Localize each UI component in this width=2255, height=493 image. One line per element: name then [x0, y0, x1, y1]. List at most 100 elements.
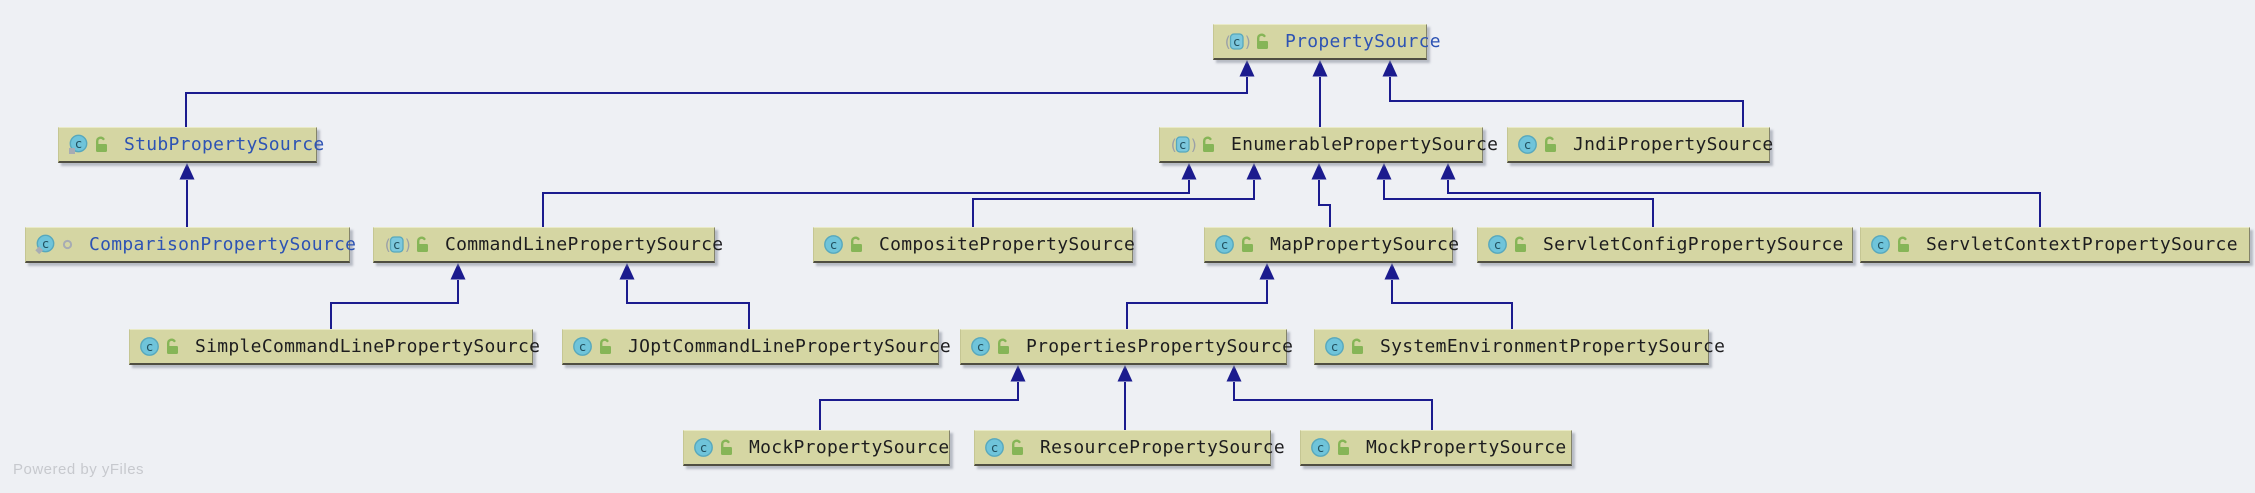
- public-lock-icon: [1896, 236, 1911, 253]
- public-lock-icon: [1255, 33, 1270, 50]
- class-icon: c: [139, 336, 160, 357]
- public-lock-icon: [165, 338, 180, 355]
- class-icon: c: [1517, 134, 1538, 155]
- class-name-label: EnumerablePropertySource: [1231, 134, 1499, 155]
- svg-text:c: c: [42, 236, 50, 251]
- yfiles-watermark-link[interactable]: Powered by yFiles: [13, 461, 145, 478]
- svg-text:c: c: [393, 237, 401, 252]
- class-name-label: JndiPropertySource: [1573, 134, 1774, 155]
- class-name-label: CommandLinePropertySource: [445, 234, 724, 255]
- class-node-comparisonpropertysource[interactable]: c ComparisonPropertySource: [25, 227, 356, 263]
- edge-mock2-to-properties: [1226, 365, 1433, 430]
- abstract-class-icon: (c): [1169, 134, 1196, 155]
- class-name-label: ResourcePropertySource: [1040, 437, 1286, 458]
- svg-text:c: c: [1494, 237, 1502, 252]
- class-node-compositepropertysource[interactable]: c CompositePropertySource: [813, 227, 1136, 263]
- class-icon: c: [1487, 234, 1508, 255]
- svg-text:c: c: [700, 440, 708, 455]
- class-node-commandlinepropertysource[interactable]: (c) CommandLinePropertySource: [373, 227, 723, 263]
- class-node-mockpropertysource-1[interactable]: c MockPropertySource: [683, 430, 950, 466]
- class-node-propertysource[interactable]: (c) PropertySource: [1213, 24, 1441, 60]
- public-lock-icon: [1513, 236, 1528, 253]
- class-icon: c: [693, 437, 714, 458]
- svg-text:): ): [1244, 33, 1251, 51]
- svg-text:c: c: [1877, 237, 1885, 252]
- class-name-label: SimpleCommandLinePropertySource: [195, 336, 541, 357]
- svg-text:(: (: [1223, 33, 1232, 51]
- svg-text:): ): [1190, 136, 1197, 154]
- class-icon: c: [1310, 437, 1331, 458]
- edge-stub-to-propertysource: [185, 60, 1255, 127]
- class-name-label: CompositePropertySource: [879, 234, 1136, 255]
- public-lock-icon: [1543, 136, 1558, 153]
- class-icon: c: [1870, 234, 1891, 255]
- class-node-resourcepropertysource[interactable]: c ResourcePropertySource: [974, 430, 1285, 466]
- public-lock-icon: [1010, 439, 1025, 456]
- class-node-joptcommandlinepropertysource[interactable]: c JOptCommandLinePropertySource: [562, 329, 951, 365]
- edge-servletconfig-to-enumerable: [1376, 163, 1654, 227]
- svg-text:): ): [404, 236, 411, 254]
- public-lock-icon: [849, 236, 864, 253]
- public-lock-icon: [94, 136, 109, 153]
- class-node-simplecommandlinepropertysource[interactable]: c SimpleCommandLinePropertySource: [129, 329, 540, 365]
- edge-joptcommandline-to-commandline: [619, 263, 750, 329]
- class-node-stubpropertysource[interactable]: c StubPropertySource: [58, 127, 324, 163]
- class-name-label: SystemEnvironmentPropertySource: [1380, 336, 1726, 357]
- class-node-systemenvironmentpropertysource[interactable]: c SystemEnvironmentPropertySource: [1314, 329, 1725, 365]
- class-node-jndipropertysource[interactable]: c JndiPropertySource: [1507, 127, 1774, 163]
- class-node-mappropertysource[interactable]: c MapPropertySource: [1204, 227, 1459, 263]
- class-node-servletconfigpropertysource[interactable]: c ServletConfigPropertySource: [1477, 227, 1853, 263]
- svg-text:c: c: [1524, 137, 1532, 152]
- edge-composite-to-enumerable: [972, 163, 1262, 227]
- class-node-propertiespropertysource[interactable]: c PropertiesPropertySource: [960, 329, 1293, 365]
- edge-commandline-to-enumerable: [542, 163, 1197, 227]
- class-icon: c: [1214, 234, 1235, 255]
- public-lock-icon: [1201, 136, 1216, 153]
- class-node-servletcontextpropertysource[interactable]: c ServletContextPropertySource: [1860, 227, 2250, 263]
- public-lock-icon: [1240, 236, 1255, 253]
- class-name-label: ComparisonPropertySource: [89, 234, 357, 255]
- class-name-label: PropertySource: [1285, 31, 1441, 52]
- class-icon: c: [572, 336, 593, 357]
- svg-text:c: c: [75, 136, 83, 151]
- class-name-label: MapPropertySource: [1270, 234, 1460, 255]
- class-icon: c: [970, 336, 991, 357]
- class-name-label: PropertiesPropertySource: [1026, 336, 1294, 357]
- edge-mock1-to-properties: [819, 365, 1026, 430]
- edge-servletcontext-to-enumerable: [1440, 163, 2041, 227]
- class-name-label: MockPropertySource: [1366, 437, 1567, 458]
- svg-text:c: c: [1317, 440, 1325, 455]
- svg-text:c: c: [1331, 339, 1339, 354]
- class-name-label: ServletContextPropertySource: [1926, 234, 2238, 255]
- svg-text:(: (: [383, 236, 392, 254]
- public-lock-icon: [598, 338, 613, 355]
- edge-jndi-to-propertysource: [1382, 60, 1744, 127]
- edge-comparison-to-stub: [179, 163, 195, 227]
- edge-resource-to-properties: [1117, 365, 1133, 430]
- class-node-enumerablepropertysource[interactable]: (c) EnumerablePropertySource: [1159, 127, 1498, 163]
- svg-text:c: c: [830, 237, 838, 252]
- class-name-label: ServletConfigPropertySource: [1543, 234, 1844, 255]
- class-name-label: JOptCommandLinePropertySource: [628, 336, 951, 357]
- svg-text:c: c: [146, 339, 154, 354]
- public-lock-icon: [415, 236, 430, 253]
- abstract-class-icon: (c): [1223, 31, 1250, 52]
- svg-text:c: c: [1233, 34, 1241, 49]
- abstract-class-icon: (c): [383, 234, 410, 255]
- svg-text:(: (: [1169, 136, 1178, 154]
- package-private-icon: [61, 238, 74, 251]
- svg-text:c: c: [1179, 137, 1187, 152]
- class-node-mockpropertysource-2[interactable]: c MockPropertySource: [1300, 430, 1572, 466]
- svg-text:c: c: [991, 440, 999, 455]
- static-nested-class-icon: c: [68, 134, 89, 155]
- svg-text:c: c: [977, 339, 985, 354]
- class-icon: c: [823, 234, 844, 255]
- class-name-label: MockPropertySource: [749, 437, 950, 458]
- svg-text:c: c: [1221, 237, 1229, 252]
- static-nested-class-icon: c: [35, 234, 56, 255]
- class-name-label: StubPropertySource: [124, 134, 325, 155]
- svg-text:c: c: [579, 339, 587, 354]
- class-icon: c: [984, 437, 1005, 458]
- edge-map-to-enumerable: [1311, 163, 1331, 227]
